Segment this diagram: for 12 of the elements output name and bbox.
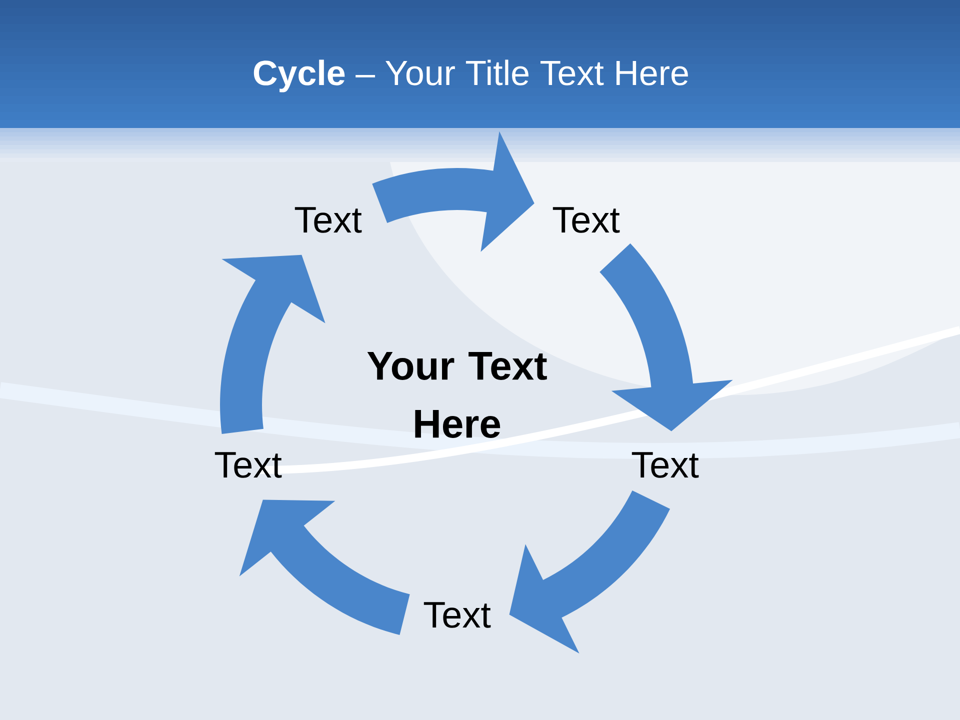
step-label: Text	[214, 452, 282, 478]
step-label: Text	[424, 602, 491, 628]
curved-arrow	[509, 490, 670, 654]
title: Cycle – Your Title Text Here	[254, 60, 688, 92]
step-label: Text	[632, 452, 699, 478]
center-label: Your Text Here	[367, 352, 547, 438]
curved-arrow	[372, 131, 534, 252]
curved-arrow	[220, 254, 326, 434]
step-label: Text	[552, 207, 620, 233]
curved-arrow	[600, 243, 733, 432]
curved-arrow	[239, 500, 410, 635]
step-label: Text	[294, 207, 362, 233]
